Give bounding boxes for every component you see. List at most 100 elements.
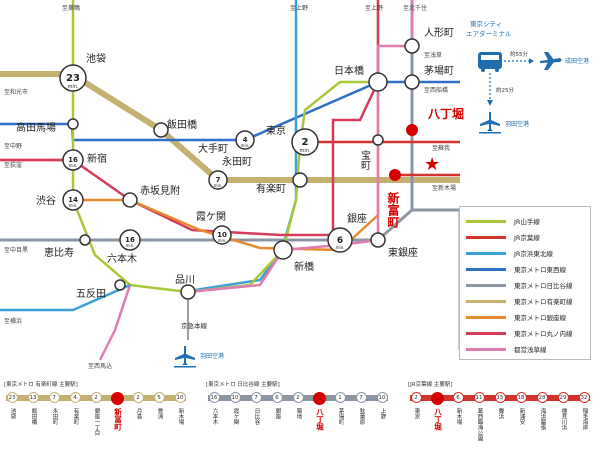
city-air-terminal-label-1: 東京シティ xyxy=(470,19,502,28)
label-takaracho: 宝町 xyxy=(359,149,371,170)
node-ginza xyxy=(327,227,353,253)
strip-station-name: 舞浜 xyxy=(497,408,504,419)
legend-item: 都営浅草線 xyxy=(466,343,547,355)
label-iidabashi: 飯田橋 xyxy=(167,118,197,131)
strip-station-minutes: 16 xyxy=(208,392,220,403)
strip-station-minutes: 23 xyxy=(6,392,18,403)
plane-icon-haneda xyxy=(479,112,501,134)
min-shinjuku-unit: min. xyxy=(69,163,78,168)
node-roppongi xyxy=(119,229,141,251)
dir-nakano: 至中野 xyxy=(4,142,22,150)
label-takadanobaba: 高田馬場 xyxy=(16,121,56,134)
legend-label: 都営浅草線 xyxy=(514,346,547,354)
strip-station-minutes: 2 xyxy=(410,392,422,403)
strip-station-main xyxy=(312,392,326,405)
strip-station-main xyxy=(110,392,124,405)
dir-sugamo: 至巣鴨 xyxy=(62,4,80,12)
min-kasumigaseki: 10 xyxy=(217,231,227,239)
label-shibuya: 渋谷 xyxy=(36,194,56,207)
strip-station-name: 築地 xyxy=(295,408,302,419)
label-tokyo: 東京 xyxy=(266,124,286,137)
label-ginza: 銀座 xyxy=(347,212,367,225)
city-air-terminal-label-2: エアターミナル xyxy=(466,29,512,38)
node-takaracho xyxy=(372,134,384,146)
node-gotanda xyxy=(114,279,126,291)
label-shintomicho: 新富町 xyxy=(386,191,400,229)
label-kayabacho: 茅場町 xyxy=(424,64,454,77)
node-kayabacho xyxy=(404,74,420,90)
strip-station-minutes: 18 xyxy=(515,392,527,403)
strip-station-name: 永田町 xyxy=(51,408,58,425)
direction-labels: 至巣鴨 至上野 至上野 至北千住 至浅草 至西船橋 至和光市 至中野 至荻窪 至… xyxy=(4,4,456,370)
strip-station-minutes: 2 xyxy=(292,392,304,403)
min-ikebukuro: 23 xyxy=(66,73,80,84)
strip-station-name: 稲毛海岸 xyxy=(581,408,588,430)
plane-icon-narita xyxy=(540,52,562,70)
strip-station-minutes: 11 xyxy=(473,392,485,403)
node-kasumigaseki xyxy=(212,225,232,245)
legend-label: 東京メトロ東西線 xyxy=(514,266,566,274)
min-tokyo: 2 xyxy=(302,137,309,148)
label-otemachi: 大手町 xyxy=(198,142,228,155)
strip-station-minutes: 29 xyxy=(557,392,569,403)
legend-label: JR山手線 xyxy=(514,218,540,226)
strip-station-name: 海浜幕張 xyxy=(539,408,546,430)
label-shimbashi: 新橋 xyxy=(294,260,314,273)
min-shinjuku: 16 xyxy=(68,156,78,164)
strip-station-name: 八丁堀 xyxy=(433,408,443,431)
node-takadanobaba xyxy=(67,118,79,130)
legend-label: JR京葉線 xyxy=(514,234,540,242)
strip-station-name: 茅場町 xyxy=(337,408,344,425)
dir-soga: 至蘇我 xyxy=(432,144,450,152)
min-shibuya: 14 xyxy=(68,196,78,204)
legend-swatch xyxy=(466,299,506,303)
strip-station-name: 銀座 xyxy=(274,408,281,419)
haneda-label-left: 羽田空港 xyxy=(200,352,224,360)
strip-station-minutes: 7 xyxy=(250,392,262,403)
strip-station-name: 新浦安 xyxy=(518,408,525,425)
line-marunouchi xyxy=(0,0,380,237)
node-shinagawa xyxy=(180,284,196,300)
haneda-label-right: 羽田空港 xyxy=(505,120,529,128)
strip-station-minutes: 10 xyxy=(229,392,241,403)
min-ikebukuro-unit: min. xyxy=(67,84,78,90)
legend-swatch xyxy=(466,331,506,335)
node-ikebukuro xyxy=(59,64,87,92)
min-nagatacho-unit: min. xyxy=(214,183,223,188)
narita-time: 約55分 xyxy=(510,50,528,58)
line-to-yokohama xyxy=(0,283,131,312)
label-shinjuku: 新宿 xyxy=(87,152,107,165)
node-higashiginza xyxy=(370,232,386,248)
strip-station-minutes: 13 xyxy=(27,392,39,403)
strip-station-minutes: 2 xyxy=(90,392,102,403)
node-shimbashi xyxy=(273,240,293,260)
strip-station-name: 有楽町 xyxy=(72,408,79,425)
legend-item: JR山手線 xyxy=(466,215,540,227)
node-ebisu xyxy=(79,234,91,246)
strip-station-name: 豊洲 xyxy=(156,408,163,419)
legend-swatch xyxy=(466,283,506,287)
legend-label: 東京メトロ丸ノ内線 xyxy=(514,330,573,338)
legend-item: JR京浜東北線 xyxy=(466,247,553,259)
dir-yokohama: 至横浜 xyxy=(4,317,22,325)
node-nagatacho xyxy=(208,170,228,190)
legend-item: 東京メトロ東西線 xyxy=(466,263,566,275)
strip-station-minutes: 10 xyxy=(174,392,186,403)
dir-asakusa: 至浅草 xyxy=(424,51,442,59)
min-roppongi: 16 xyxy=(125,236,135,244)
strip-station-name: 日比谷 xyxy=(253,408,260,425)
strip-station-minutes: 15 xyxy=(494,392,506,403)
node-yurakucho xyxy=(292,172,308,188)
min-shibuya-unit: min. xyxy=(69,203,78,208)
label-higashiginza: 東銀座 xyxy=(388,246,418,259)
label-yurakucho: 有楽町 xyxy=(256,182,286,195)
legend-swatch xyxy=(466,315,506,319)
station-names: 池袋 高田馬場 新宿 渋谷 恵比寿 六本木 五反田 品川 飯田橋 大手町 永田町… xyxy=(16,27,454,330)
label-nihombashi: 日本橋 xyxy=(334,64,364,77)
label-roppongi: 六本木 xyxy=(107,252,137,265)
node-tokyo xyxy=(291,128,319,156)
strip-station-name: 上野 xyxy=(379,408,386,419)
